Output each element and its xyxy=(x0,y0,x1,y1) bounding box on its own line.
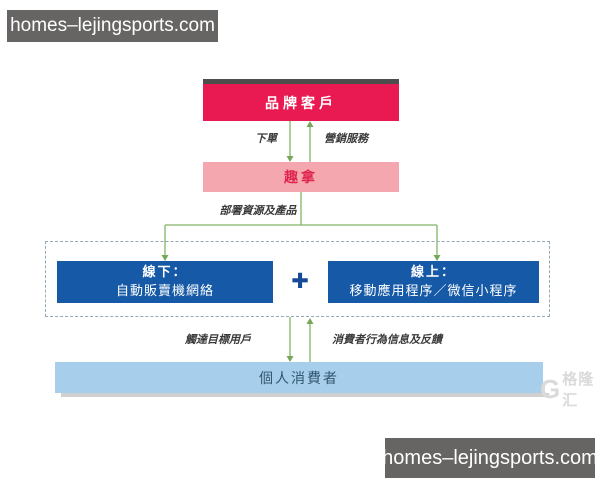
offline-channel-desc: 自動販賣機網絡 xyxy=(115,283,214,298)
domain-banner-bottom: homes–lejingsports.com xyxy=(382,438,598,478)
consumer-label: 個人消費者 xyxy=(259,369,339,386)
arrowhead-feedback xyxy=(306,318,314,324)
online-channel-title: 線上： xyxy=(410,264,456,280)
edge-label-feedback: 消費者行為信息及反饋 xyxy=(332,334,442,346)
domain-banner-top: homes–lejingsports.com xyxy=(7,10,218,42)
plus-icon: ✚ xyxy=(291,269,309,293)
channels-dashed-container xyxy=(45,241,550,317)
consumer-box-shadow xyxy=(61,393,549,397)
consumer-box: 個人消費者 xyxy=(55,362,543,393)
edge-label-marketing: 營銷服務 xyxy=(324,133,368,145)
edge-label-reach: 觸達目標用戶 xyxy=(185,334,251,346)
offline-channel-box: 線下： 自動販賣機網絡 xyxy=(57,261,273,303)
quna-label: 趣拿 xyxy=(284,169,318,185)
offline-channel-title: 線下： xyxy=(142,264,188,280)
brand-customers-box: 品牌客戶 xyxy=(203,84,399,121)
edge-label-deploy: 部署資源及產品 xyxy=(219,205,297,217)
online-channel-box: 線上： 移動應用程序／微信小程序 xyxy=(328,261,539,303)
arrowhead-marketing xyxy=(306,121,314,127)
quna-box: 趣拿 xyxy=(203,162,399,192)
edge-label-order: 下單 xyxy=(255,133,277,145)
domain-banner-bottom-text: homes–lejingsports.com xyxy=(382,446,598,469)
brand-customers-label: 品牌客戶 xyxy=(265,94,337,111)
gelonghui-logo-icon: G xyxy=(540,374,561,404)
brand-box-top-strip xyxy=(203,79,399,84)
gelonghui-watermark: G 格隆汇 xyxy=(540,368,600,410)
online-channel-desc: 移動應用程序／微信小程序 xyxy=(349,283,518,298)
gelonghui-watermark-text: 格隆汇 xyxy=(562,371,595,409)
domain-banner-top-text: homes–lejingsports.com xyxy=(10,15,215,36)
